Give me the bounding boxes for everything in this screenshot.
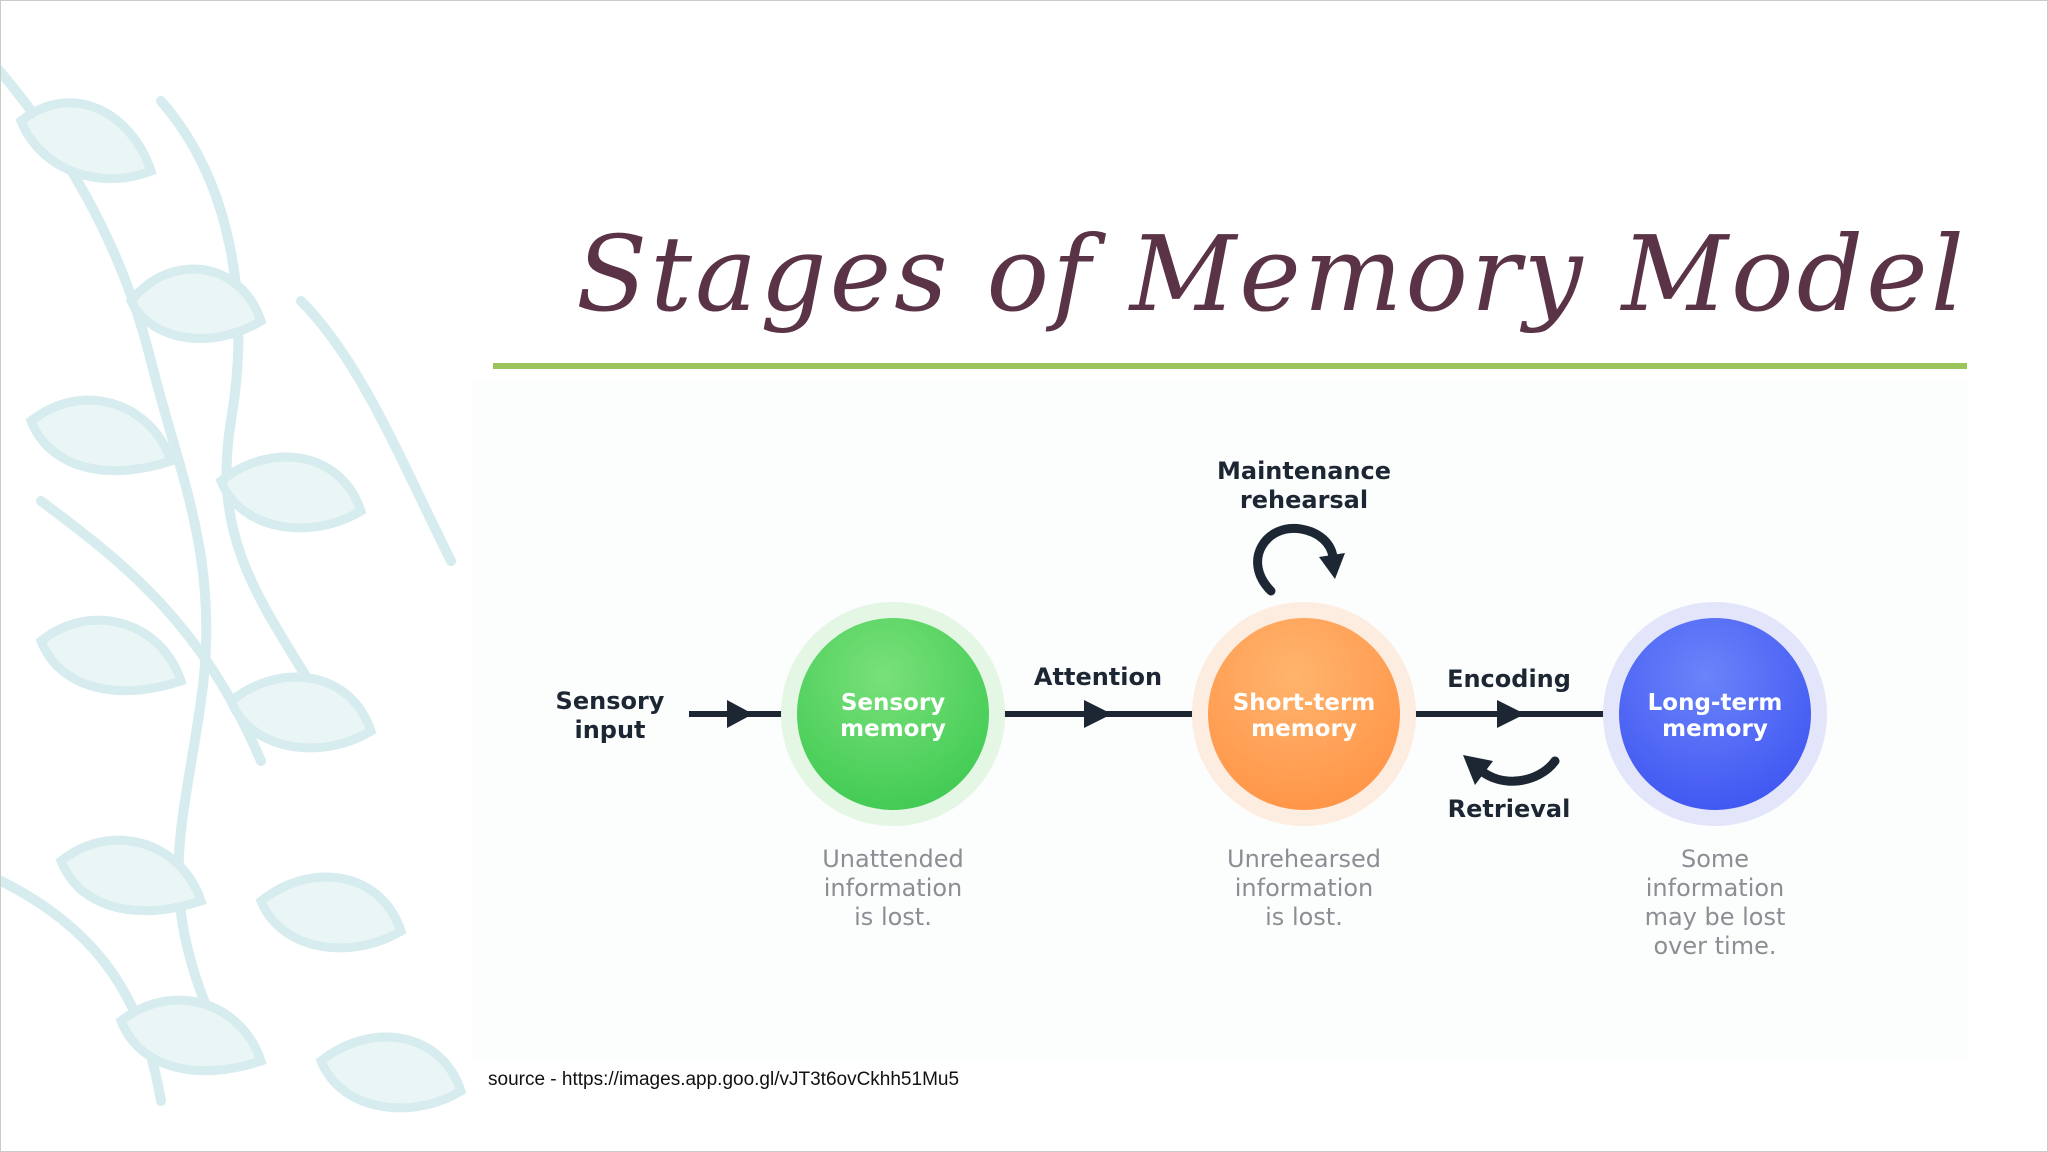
leaf-vine-decoration — [1, 64, 467, 1113]
long-term-memory-label-2: memory — [1662, 716, 1768, 742]
short-term-memory-label: Short-term — [1233, 690, 1376, 716]
arrow-encoding-icon — [1497, 700, 1525, 728]
sensory-note-line-1: Unattended — [822, 845, 964, 873]
sensory-note-line-2: information — [824, 874, 963, 902]
sensory-memory-circle — [797, 618, 989, 810]
short-term-note-line-3: is lost. — [1265, 903, 1343, 931]
encoding-label: Encoding — [1447, 665, 1571, 693]
long-term-memory-circle — [1619, 618, 1811, 810]
attention-label: Attention — [1034, 663, 1162, 691]
retrieval-curve-icon — [1474, 756, 1560, 786]
rehearsal-arrowhead-icon — [1319, 553, 1345, 579]
sensory-input-label-2: input — [574, 716, 645, 744]
title-divider — [493, 363, 1967, 369]
long-term-note-line-4: over time. — [1654, 932, 1777, 960]
short-term-note-line-1: Unrehearsed — [1227, 845, 1381, 873]
long-term-note-line-1: Some — [1681, 845, 1749, 873]
sensory-note-line-3: is lost. — [854, 903, 932, 931]
short-term-memory-circle — [1208, 618, 1400, 810]
long-term-memory-label: Long-term — [1648, 690, 1783, 716]
short-term-note-line-2: information — [1235, 874, 1374, 902]
rehearsal-label: Maintenance — [1217, 457, 1391, 485]
arrow-attention-icon — [1084, 700, 1112, 728]
arrow-input-icon — [727, 700, 753, 728]
sensory-input-label: Sensory — [556, 687, 665, 715]
sensory-memory-label: Sensory — [841, 690, 945, 716]
rehearsal-loop-icon — [1253, 523, 1338, 596]
rehearsal-label-2: rehearsal — [1240, 486, 1368, 514]
retrieval-label: Retrieval — [1448, 795, 1571, 823]
slide-title: Stages of Memory Model — [575, 213, 1967, 335]
retrieval-arrowhead-icon — [1463, 755, 1493, 785]
short-term-memory-label-2: memory — [1251, 716, 1357, 742]
long-term-note-line-3: may be lost — [1645, 903, 1786, 931]
sensory-memory-label-2: memory — [840, 716, 946, 742]
source-citation: source - https://images.app.goo.gl/vJT3t… — [488, 1069, 960, 1090]
long-term-note-line-2: information — [1646, 874, 1785, 902]
